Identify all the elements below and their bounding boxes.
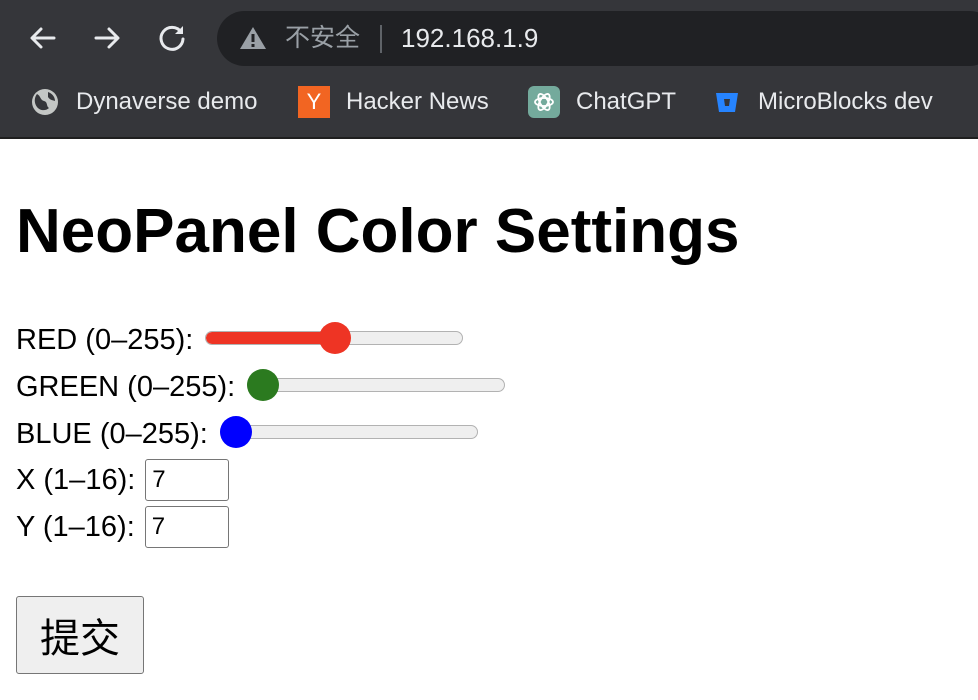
bookmark-chatgpt[interactable]: ChatGPT <box>528 84 676 120</box>
x-input[interactable] <box>145 459 230 501</box>
forward-arrow-icon <box>94 27 120 49</box>
back-arrow-icon <box>30 27 56 49</box>
green-label: GREEN (0–255): <box>16 370 236 403</box>
globe-icon <box>30 87 60 117</box>
address-bar[interactable]: 不安全 192.168.1.9 <box>217 11 978 66</box>
green-row: GREEN (0–255): <box>16 367 506 407</box>
bookmark-label: Dynaverse demo <box>76 88 258 115</box>
red-slider-fill <box>206 332 336 344</box>
bookmark-label: Hacker News <box>346 88 489 115</box>
forward-button[interactable] <box>87 18 127 58</box>
bookmark-hacker-news[interactable]: Y Hacker News <box>298 84 489 120</box>
browser-chrome: 不安全 192.168.1.9 Dynaverse demo Y Hacker … <box>0 0 978 139</box>
submit-button[interactable]: 提交 <box>16 596 144 674</box>
url-text[interactable]: 192.168.1.9 <box>401 23 539 53</box>
blue-slider-thumb[interactable] <box>219 416 252 448</box>
blue-slider-track <box>219 425 478 439</box>
x-row: X (1–16): <box>16 459 230 501</box>
y-label: Y (1–16): <box>16 510 135 543</box>
y-input[interactable] <box>144 506 229 548</box>
hacker-news-icon: Y <box>298 86 330 118</box>
red-label: RED (0–255): <box>16 323 194 356</box>
blue-slider[interactable] <box>219 414 478 454</box>
bookmark-label: MicroBlocks dev <box>758 88 933 115</box>
warning-icon <box>240 27 266 49</box>
x-label: X (1–16): <box>16 463 136 496</box>
red-slider[interactable] <box>205 320 464 360</box>
page-content: NeoPanel Color Settings RED (0–255): GRE… <box>0 140 978 700</box>
blue-label: BLUE (0–255): <box>16 417 208 450</box>
red-slider-thumb[interactable] <box>318 322 351 354</box>
bookmark-microblocks-dev[interactable]: MicroBlocks dev <box>712 84 933 120</box>
omnibox-divider <box>380 25 382 53</box>
green-slider-track <box>247 378 506 392</box>
page-title: NeoPanel Color Settings <box>16 197 740 266</box>
green-slider[interactable] <box>247 367 506 407</box>
not-secure-label[interactable]: 不安全 <box>285 24 361 52</box>
reload-button[interactable] <box>152 18 192 58</box>
bookmark-dynaverse-demo[interactable]: Dynaverse demo <box>30 84 257 120</box>
blue-row: BLUE (0–255): <box>16 414 478 454</box>
back-button[interactable] <box>23 18 63 58</box>
y-row: Y (1–16): <box>16 506 229 548</box>
reload-icon <box>159 25 185 51</box>
red-row: RED (0–255): <box>16 320 464 360</box>
green-slider-thumb[interactable] <box>247 369 280 401</box>
bookmark-label: ChatGPT <box>576 88 677 115</box>
chatgpt-icon <box>528 86 560 118</box>
chrome-divider <box>0 137 978 139</box>
hacker-news-icon-letter: Y <box>306 89 322 114</box>
bitbucket-icon <box>712 87 742 117</box>
